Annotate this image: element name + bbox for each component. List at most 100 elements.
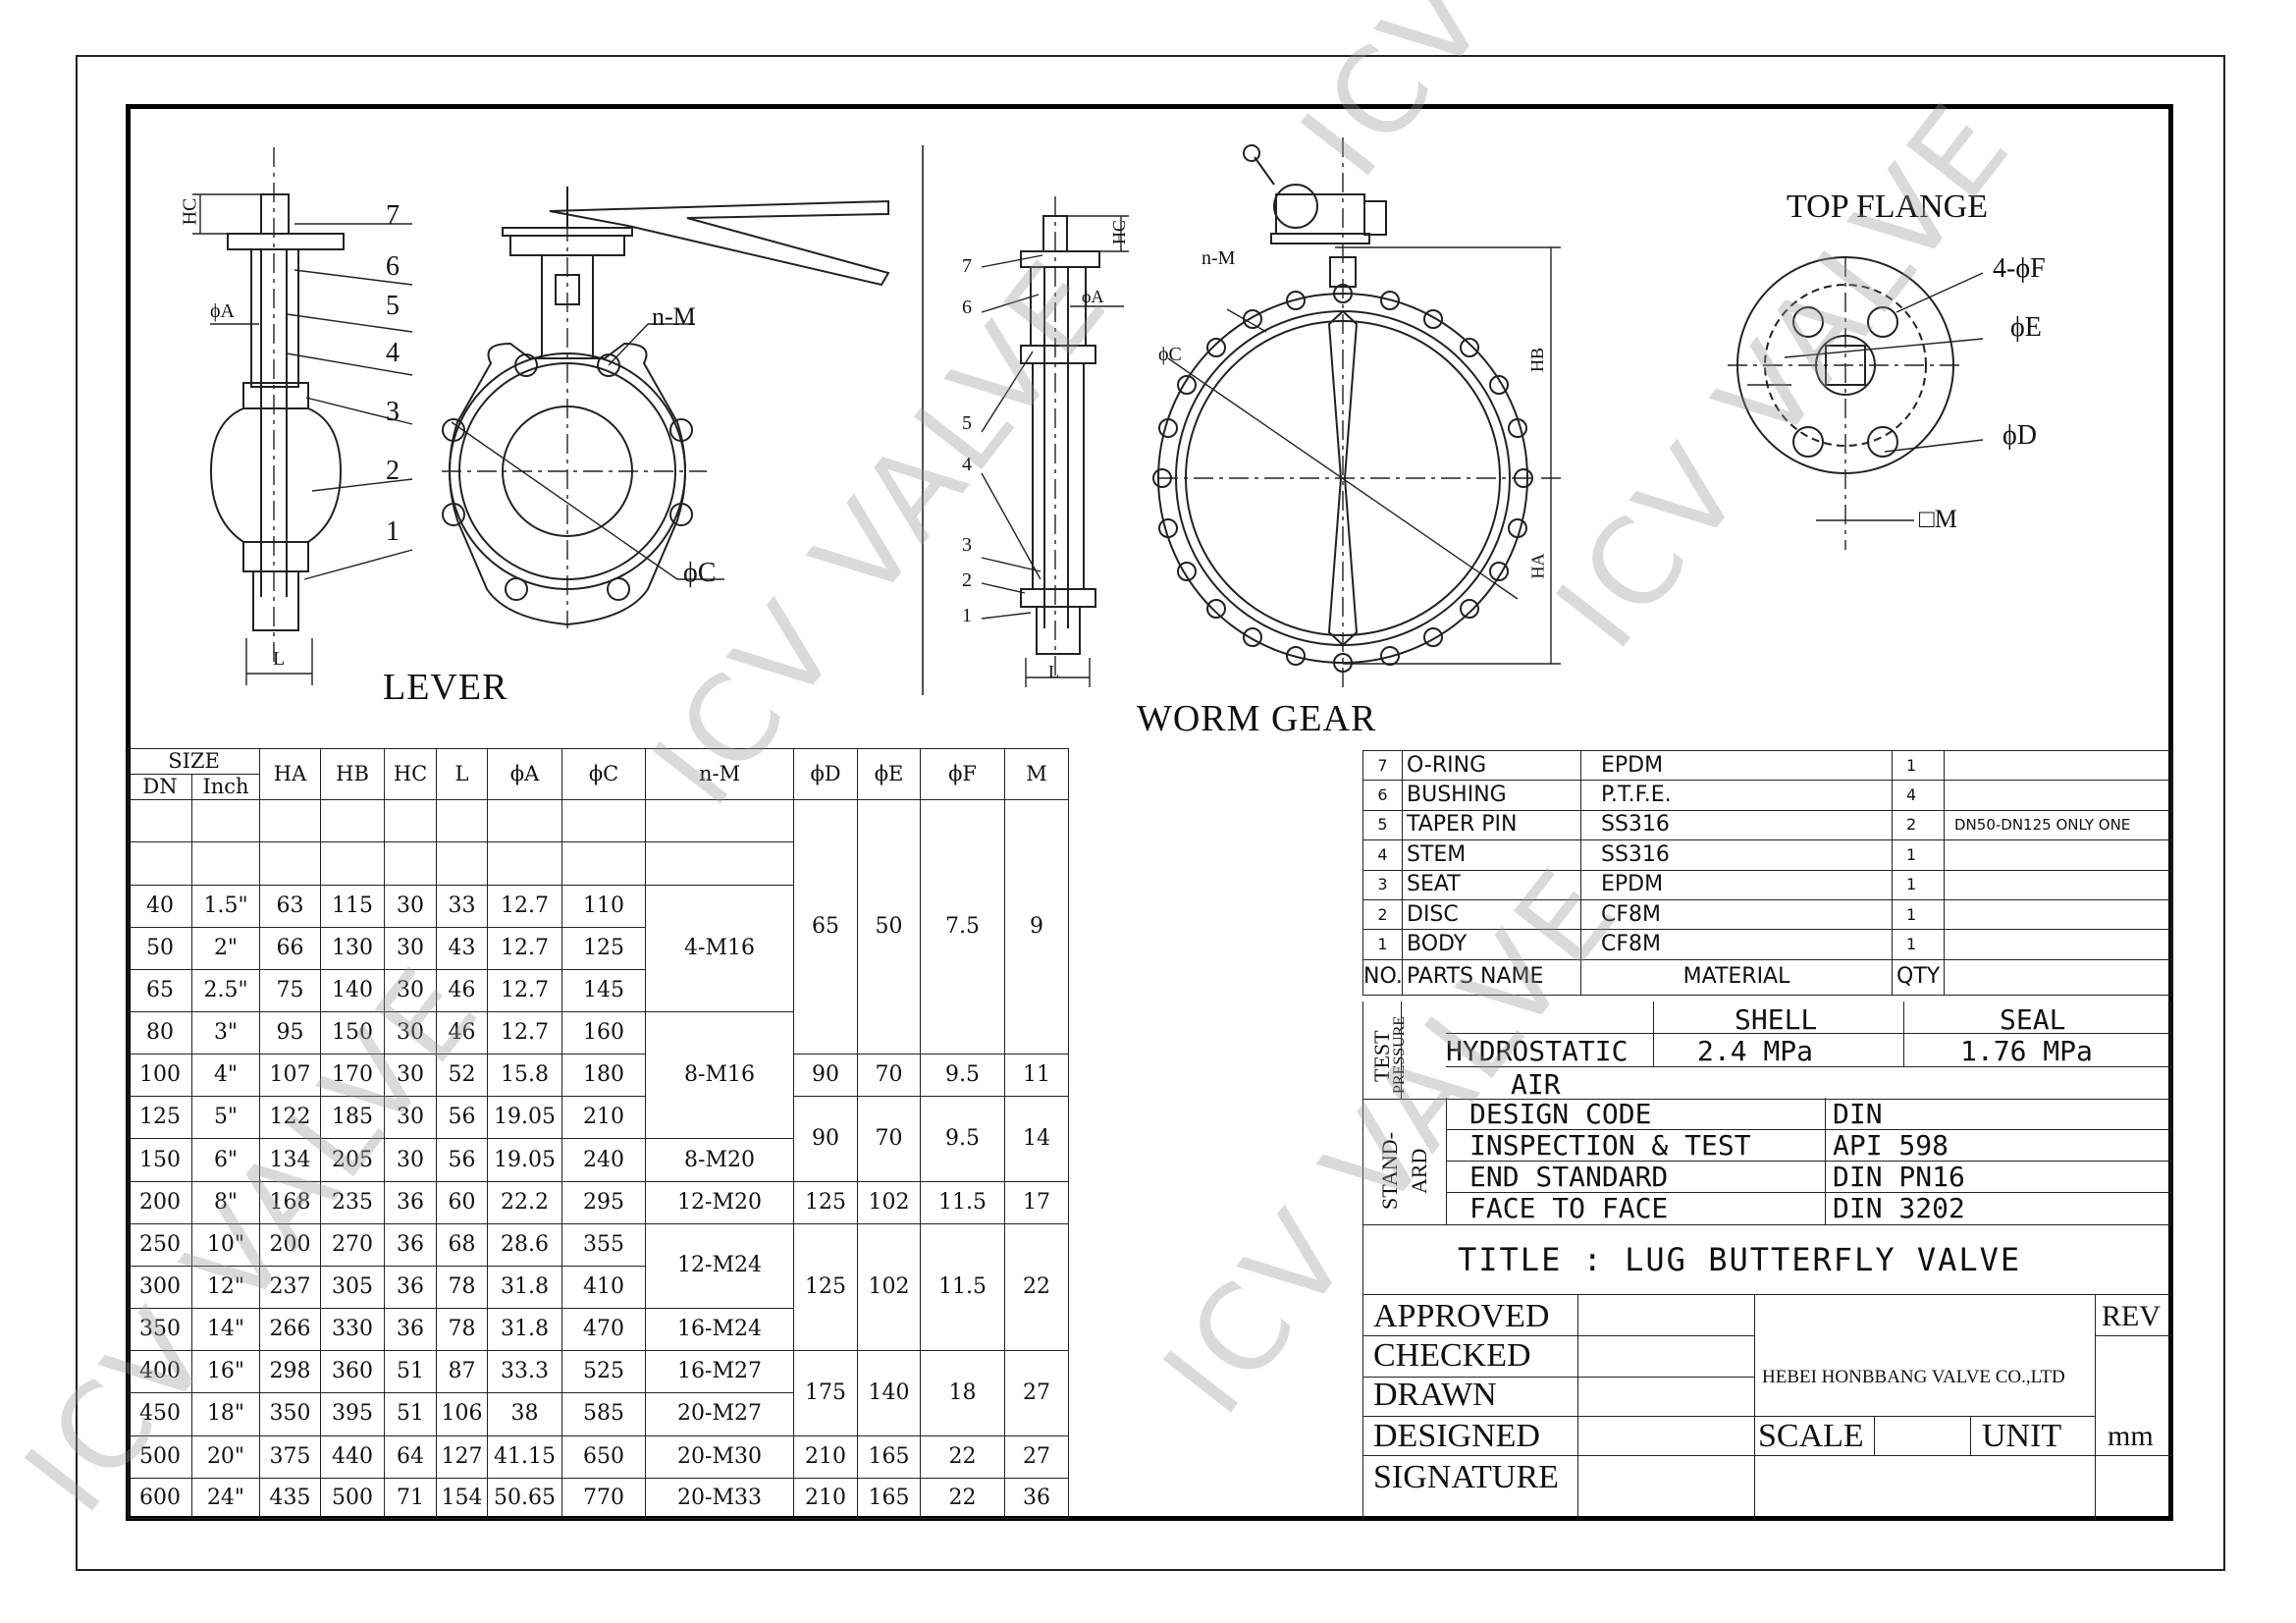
- worm-gear-bolt-holes: [1152, 284, 1533, 673]
- header-inch: Inch: [190, 774, 261, 801]
- nm-group: 12-M20: [645, 1180, 795, 1224]
- lever-dim-phi-c: ϕC: [683, 558, 717, 588]
- inspection-label: INSPECTION & TEST: [1469, 1129, 1751, 1162]
- nm-group: 8-M20: [645, 1138, 795, 1182]
- end-standard-label: END STANDARD: [1469, 1161, 1669, 1193]
- header-size: SIZE: [127, 747, 261, 776]
- design-code-value: DIN: [1833, 1098, 1883, 1130]
- header-phi-e: ϕE: [857, 747, 922, 801]
- lever-callout-6: 6: [386, 251, 400, 282]
- air-label: AIR: [1511, 1068, 1561, 1101]
- header-dn: DN: [128, 774, 192, 801]
- worm-dim-hb: HB: [1527, 347, 1548, 373]
- lever-dim-n-m: n-M: [652, 302, 696, 331]
- nm-group: 12-M24: [645, 1222, 795, 1310]
- lever-dim-phi-a: ϕA: [210, 300, 235, 322]
- worm-dim-phi-c: ϕC: [1158, 344, 1182, 365]
- lever-callout-5: 5: [386, 291, 400, 321]
- flange-dim-4-phi-f: 4-ϕF: [1993, 253, 2046, 284]
- drawing-title: TITLE : LUG BUTTERFLY VALVE: [1458, 1241, 2022, 1278]
- flange-m-group-1: 9: [1004, 799, 1070, 1055]
- flange-d-group-1: 65: [793, 799, 859, 1055]
- header-phi-f: ϕF: [920, 747, 1006, 801]
- lever-front-view: [442, 187, 890, 628]
- face-to-face-label: FACE TO FACE: [1469, 1192, 1669, 1224]
- header-hb: HB: [320, 747, 386, 801]
- top-flange-view-title: TOP FLANGE: [1787, 189, 1988, 225]
- header-n-m: n-M: [645, 747, 795, 801]
- header-phi-a: ϕA: [487, 747, 563, 801]
- lever-callout-2: 2: [386, 456, 400, 486]
- worm-callout-4: 4: [962, 454, 972, 475]
- header-ha: HA: [259, 747, 322, 801]
- flange-e-group-1: 50: [857, 799, 922, 1055]
- nm-group: 20-M30: [645, 1434, 795, 1479]
- outer-border: [76, 55, 2225, 1571]
- unit-value: mm: [2108, 1420, 2154, 1452]
- worm-dim-phi-a: ϕA: [1082, 287, 1104, 306]
- dimension-table: SIZE HA HB HC L ϕA ϕC n-M ϕD ϕE ϕF M DN …: [127, 747, 1070, 1520]
- header-l: L: [436, 747, 489, 801]
- nm-group: 20-M33: [645, 1477, 795, 1520]
- worm-callout-7: 7: [962, 255, 972, 277]
- lever-callout-1: 1: [386, 516, 400, 547]
- worm-callout-3: 3: [962, 534, 972, 556]
- lever-dim-l: L: [273, 648, 286, 670]
- header-m: M: [1004, 747, 1070, 801]
- scale-label: SCALE: [1758, 1418, 1864, 1454]
- worm-callout-2: 2: [962, 569, 972, 591]
- hydrostatic-label: HYDROSTATIC: [1446, 1035, 1629, 1067]
- rev-label: REV: [2102, 1300, 2161, 1332]
- header-phi-d: ϕD: [793, 747, 859, 801]
- standard-side-label-2: ARD: [1407, 1148, 1431, 1194]
- company-name: HEBEI HONBBANG VALVE CO.,LTD: [1762, 1367, 2065, 1387]
- pressure-side-label: PRESSURE: [1391, 1015, 1408, 1094]
- worm-gear-front-view: [1152, 137, 1561, 687]
- nm-group: 16-M27: [645, 1350, 795, 1394]
- lever-side-view: [192, 147, 413, 685]
- lever-callout-4: 4: [386, 338, 400, 368]
- worm-callout-5: 5: [962, 412, 972, 434]
- unit-label: UNIT: [1982, 1418, 2062, 1454]
- face-to-face-value: DIN 3202: [1833, 1192, 1965, 1224]
- designed-label: DESIGNED: [1373, 1418, 1540, 1454]
- seal-header: SEAL: [2000, 1003, 2066, 1036]
- worm-callout-6: 6: [962, 297, 972, 318]
- seal-value: 1.76 MPa: [1960, 1035, 2093, 1067]
- worm-dim-l: L: [1048, 662, 1059, 681]
- nm-group: 8-M16: [645, 1010, 795, 1140]
- worm-dim-n-m: n-M: [1201, 247, 1236, 269]
- nm-group: 4-M16: [645, 884, 795, 1012]
- lever-dim-hc: HC: [179, 197, 201, 226]
- worm-dim-hc: HC: [1109, 219, 1130, 245]
- design-code-label: DESIGN CODE: [1469, 1098, 1652, 1130]
- approved-label: APPROVED: [1373, 1298, 1550, 1334]
- signature-label: SIGNATURE: [1373, 1459, 1559, 1495]
- top-flange-view: [1728, 256, 1984, 550]
- flange-dim-phi-e: ϕE: [2010, 312, 2042, 343]
- header-hc: HC: [384, 747, 438, 801]
